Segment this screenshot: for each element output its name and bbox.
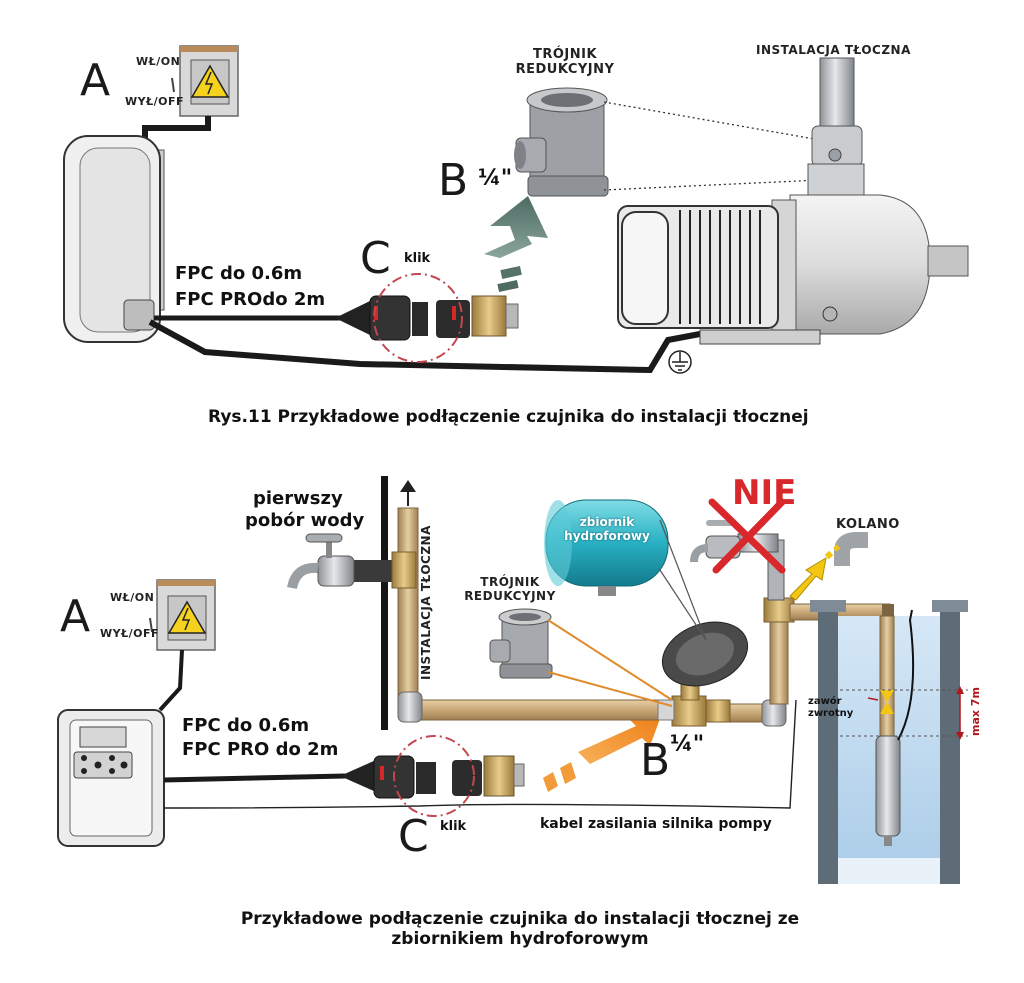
cable-line1-1: FPC do 0.6m — [175, 263, 303, 284]
reducing-tee-1 — [514, 87, 609, 197]
first-tap — [287, 533, 417, 590]
cable-line1-2: FPC do 0.6m — [182, 715, 310, 736]
switch-on-label-1: WŁ/ON — [136, 55, 181, 68]
check-valve-line2: zwrotny — [808, 707, 854, 719]
motor-cable-label: kabel zasilania silnika pompy — [540, 816, 772, 832]
tee-title-1-line1: TRÓJNIK — [532, 47, 598, 62]
label-a-2: A — [60, 591, 91, 642]
tee-title-2-line1: TRÓJNIK — [480, 575, 540, 589]
tank-line2: hydroforowy — [564, 528, 650, 543]
direction-arrow-2 — [543, 708, 664, 792]
direction-arrow-1 — [484, 196, 548, 292]
sensor-connector-2 — [340, 755, 525, 799]
click-circle-1 — [373, 273, 463, 363]
label-a-1: A — [80, 55, 111, 106]
switch-off-label-1: WYŁ/OFF — [125, 95, 185, 108]
controller-1 — [63, 135, 165, 343]
first-tap-label: pierwszy pobór wody — [245, 488, 364, 531]
caption-2-line1: Przykładowe podłączenie czujnika do inst… — [240, 909, 800, 929]
tank-label: zbiornik hydroforowy — [546, 515, 668, 544]
switch-on-label-2: WŁ/ON — [110, 591, 155, 604]
check-valve-label: zawór zwrotny — [808, 696, 853, 719]
caption-2-line2: zbiornikiem hydroforowym — [391, 928, 649, 949]
click-label-1: klik — [404, 251, 431, 266]
label-c-2: C — [398, 811, 429, 862]
first-tap-line2: pobór wody — [245, 509, 365, 531]
ground-symbol — [668, 350, 692, 374]
caption-2: Przykładowe podłączenie czujnika do inst… — [160, 909, 880, 949]
tank-line1: zbiornik — [579, 515, 635, 529]
label-b-size-1: ¼" — [478, 166, 513, 191]
tee-title-1: TRÓJNIK REDUKCYJNY — [500, 47, 630, 78]
elbow-label: KOLANO — [836, 517, 900, 532]
outlet-label-2: INSTALACJA TŁOCZNA — [419, 525, 433, 680]
sensor-connector-1 — [335, 295, 519, 341]
max-depth-label: max 7m — [969, 687, 982, 736]
switch-box-2 — [149, 579, 216, 651]
switch-off-label-2: WYŁ/OFF — [100, 627, 160, 640]
wall-line — [381, 476, 388, 730]
tee-title-1-line2: REDUKCYJNY — [515, 61, 615, 77]
check-valve-line1: zawór — [808, 696, 842, 707]
first-tap-line1: pierwszy — [253, 488, 343, 509]
yellow-arrow — [789, 544, 841, 601]
caption-1: Rys.11 Przykładowe podłączenie czujnika … — [208, 407, 809, 427]
controller-2 — [57, 709, 165, 847]
label-b-2: B — [640, 735, 671, 786]
forbidden-tap — [690, 498, 786, 574]
pressure-tank — [544, 499, 669, 596]
well — [810, 600, 968, 884]
label-c-1: C — [360, 233, 391, 284]
elbow-fitting — [834, 532, 868, 566]
cable-line2-1: FPC PROdo 2m — [175, 289, 326, 310]
tee-title-2-line2: REDUKCYJNY — [464, 588, 556, 603]
switch-box-1 — [171, 45, 239, 117]
label-b-size-2: ¼" — [670, 732, 705, 757]
outlet-label-1: INSTALACJA TŁOCZNA — [756, 43, 911, 57]
click-circle-2 — [393, 735, 475, 817]
click-label-2: klik — [440, 819, 467, 834]
label-b-1: B — [438, 155, 469, 206]
no-label: NIE — [732, 473, 797, 513]
surface-pump — [617, 57, 969, 345]
tee-title-2: TRÓJNIK REDUKCYJNY — [460, 575, 560, 604]
reducing-tee-2 — [489, 608, 553, 679]
cable-line2-2: FPC PRO do 2m — [182, 739, 339, 760]
